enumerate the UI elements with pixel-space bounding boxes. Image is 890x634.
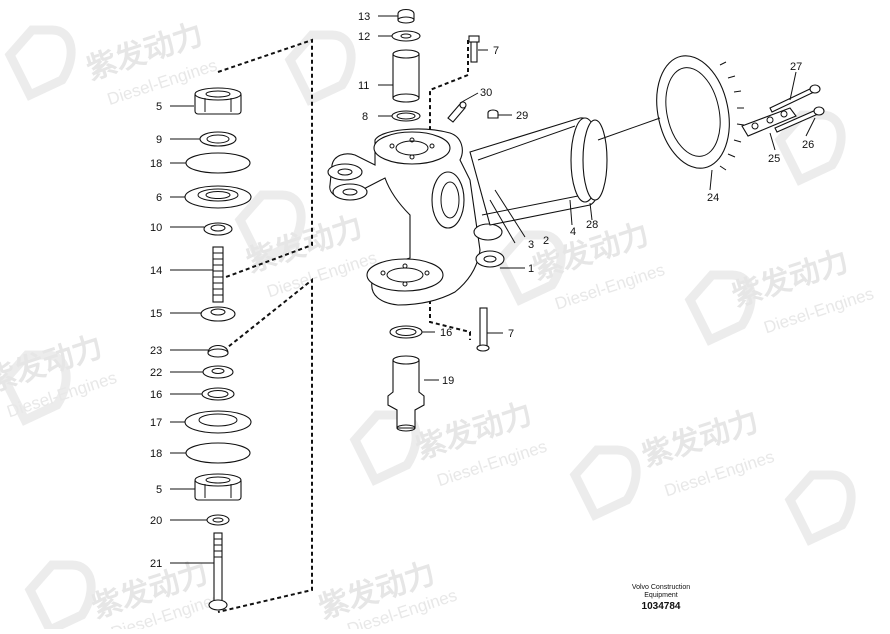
callout-left-9: 9: [156, 134, 162, 146]
callout-13: 13: [358, 11, 370, 23]
callout-25: 25: [768, 153, 780, 165]
callout-19: 19: [442, 375, 454, 387]
caption-block: Volvo Construction Equipment: [626, 584, 696, 600]
callout-4: 4: [570, 226, 576, 238]
callout-left-10: 10: [150, 222, 162, 234]
callout-numbers: 5 9 18 6 10 14 15 23 22 16 17 18 5 20 21…: [150, 11, 814, 570]
bearing-part-5-top: [194, 87, 242, 115]
callout-left-6: 6: [156, 192, 162, 204]
shim-part-17: [184, 410, 252, 434]
bolt-part-27: [769, 84, 821, 113]
ring-part-16-left: [201, 387, 235, 401]
callout-left-18-bottom: 18: [150, 448, 162, 460]
callout-left-18-top: 18: [150, 158, 162, 170]
bolt-part-7-lower: [476, 307, 490, 352]
flange-part-6: [184, 185, 252, 209]
ring-gear-assembly: [656, 55, 825, 171]
assembly-dashed-lines: [217, 38, 471, 613]
callout-29: 29: [516, 110, 528, 122]
callout-left-23: 23: [150, 345, 162, 357]
callout-left-16: 16: [150, 389, 162, 401]
lower-parts: [387, 307, 490, 432]
callout-left-21: 21: [150, 558, 162, 570]
nut-part-15: [200, 306, 236, 322]
callout-left-5-top: 5: [156, 101, 162, 113]
watermark: 紫发动力 Diesel-Engines 紫发动力 Diesel-Engines …: [0, 18, 876, 634]
drawing-number: 1034784: [641, 601, 681, 612]
bolt-part-21: [208, 532, 228, 611]
callout-left-15: 15: [150, 308, 162, 320]
caption-division: Equipment: [644, 592, 678, 599]
ring-part-8: [391, 110, 421, 122]
callout-left-22: 22: [150, 367, 162, 379]
steering-knuckle-part-1: [327, 128, 505, 306]
bearing-part-5-bottom: [194, 473, 242, 501]
callout-8: 8: [362, 111, 368, 123]
stud-part-14: [212, 246, 224, 303]
seal-part-18-bottom: [185, 442, 251, 464]
callout-left-14: 14: [150, 265, 162, 277]
ring-part-9: [199, 131, 237, 147]
upper-pin-parts: [391, 8, 499, 123]
washer-part-22: [202, 365, 234, 379]
callout-28: 28: [586, 219, 598, 231]
bolt-part-26: [774, 106, 825, 133]
leader-lines: [170, 15, 816, 564]
callout-7-lower: 7: [508, 328, 514, 340]
callout-7-top: 7: [493, 45, 499, 57]
callout-left-5-bottom: 5: [156, 484, 162, 496]
pin-part-19: [387, 355, 425, 432]
pin-part-11: [392, 49, 420, 103]
cap-part-13: [397, 8, 415, 24]
callout-30: 30: [480, 87, 492, 99]
grease-nipple-part-30: [447, 101, 467, 123]
washer-part-12: [391, 30, 421, 42]
callout-11: 11: [358, 80, 369, 92]
callout-1: 1: [528, 263, 534, 275]
callout-26: 26: [802, 139, 814, 151]
seal-part-18-top: [185, 152, 251, 174]
plug-part-29: [487, 109, 499, 119]
left-column-parts: [184, 87, 252, 611]
bolt-part-7-top: [468, 35, 480, 63]
cap-part-23: [207, 344, 229, 358]
callout-2: 2: [543, 235, 549, 247]
callout-left-17: 17: [150, 417, 162, 429]
callout-12: 12: [358, 31, 370, 43]
washer-part-10: [203, 222, 233, 236]
callout-left-20: 20: [150, 515, 162, 527]
callout-16-lower: 16: [440, 327, 452, 339]
spindle-part-4: [469, 117, 608, 226]
washer-part-20: [206, 514, 230, 526]
callout-27: 27: [790, 61, 802, 73]
bracket-part-25: [741, 107, 797, 137]
ring-gear-part-24: [656, 55, 745, 171]
ring-part-16-lower: [389, 325, 423, 339]
caption-company: Volvo Construction: [631, 584, 691, 591]
callout-24: 24: [707, 192, 719, 204]
callout-3: 3: [528, 239, 534, 251]
